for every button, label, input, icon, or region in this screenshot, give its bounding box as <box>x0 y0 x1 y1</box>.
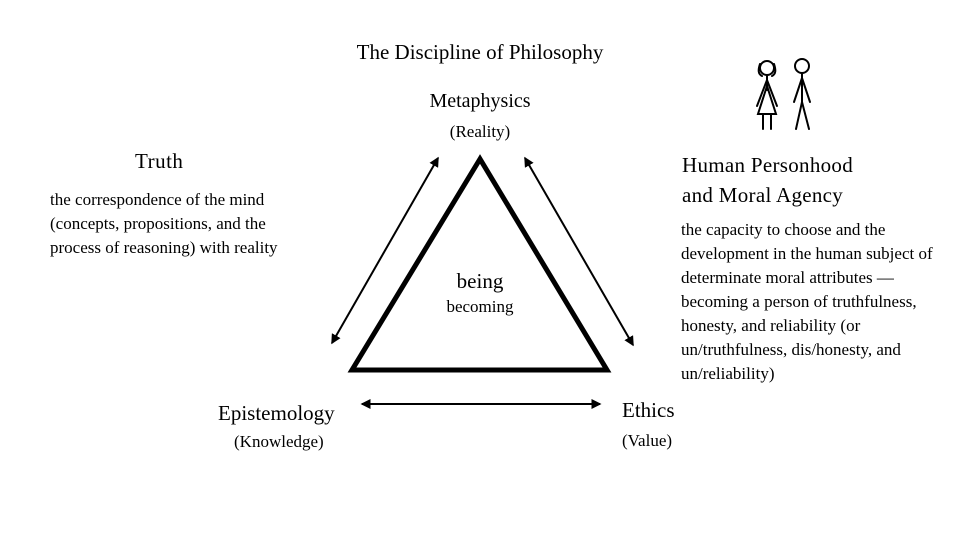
stick-figures-icon <box>756 58 811 130</box>
metaphysics-label: Metaphysics <box>429 90 531 112</box>
epistemology-label: Epistemology <box>218 401 335 425</box>
personhood-heading: Human Personhood and Moral Agency <box>682 150 942 210</box>
personhood-description: the capacity to choose and the developme… <box>681 220 933 383</box>
arrow-personhood-link <box>524 156 634 347</box>
central-triangle <box>347 154 612 373</box>
epistemology-subtitle: (Knowledge) <box>234 432 324 451</box>
page-title: The Discipline of Philosophy <box>356 40 604 64</box>
truth-heading: Truth <box>135 149 184 173</box>
personhood-heading-line2: and Moral Agency <box>682 183 844 207</box>
metaphysics-subtitle: (Reality) <box>449 122 511 141</box>
ethics-label: Ethics <box>622 398 675 422</box>
ethics-subtitle: (Value) <box>622 431 673 450</box>
center-becoming-label: becoming <box>446 297 514 316</box>
personhood-heading-line1: Human Personhood <box>682 153 854 177</box>
center-being-label: being <box>456 269 504 293</box>
arrow-truth-link <box>331 156 439 345</box>
truth-description: the correspondence of the mind (concepts… <box>50 190 278 257</box>
